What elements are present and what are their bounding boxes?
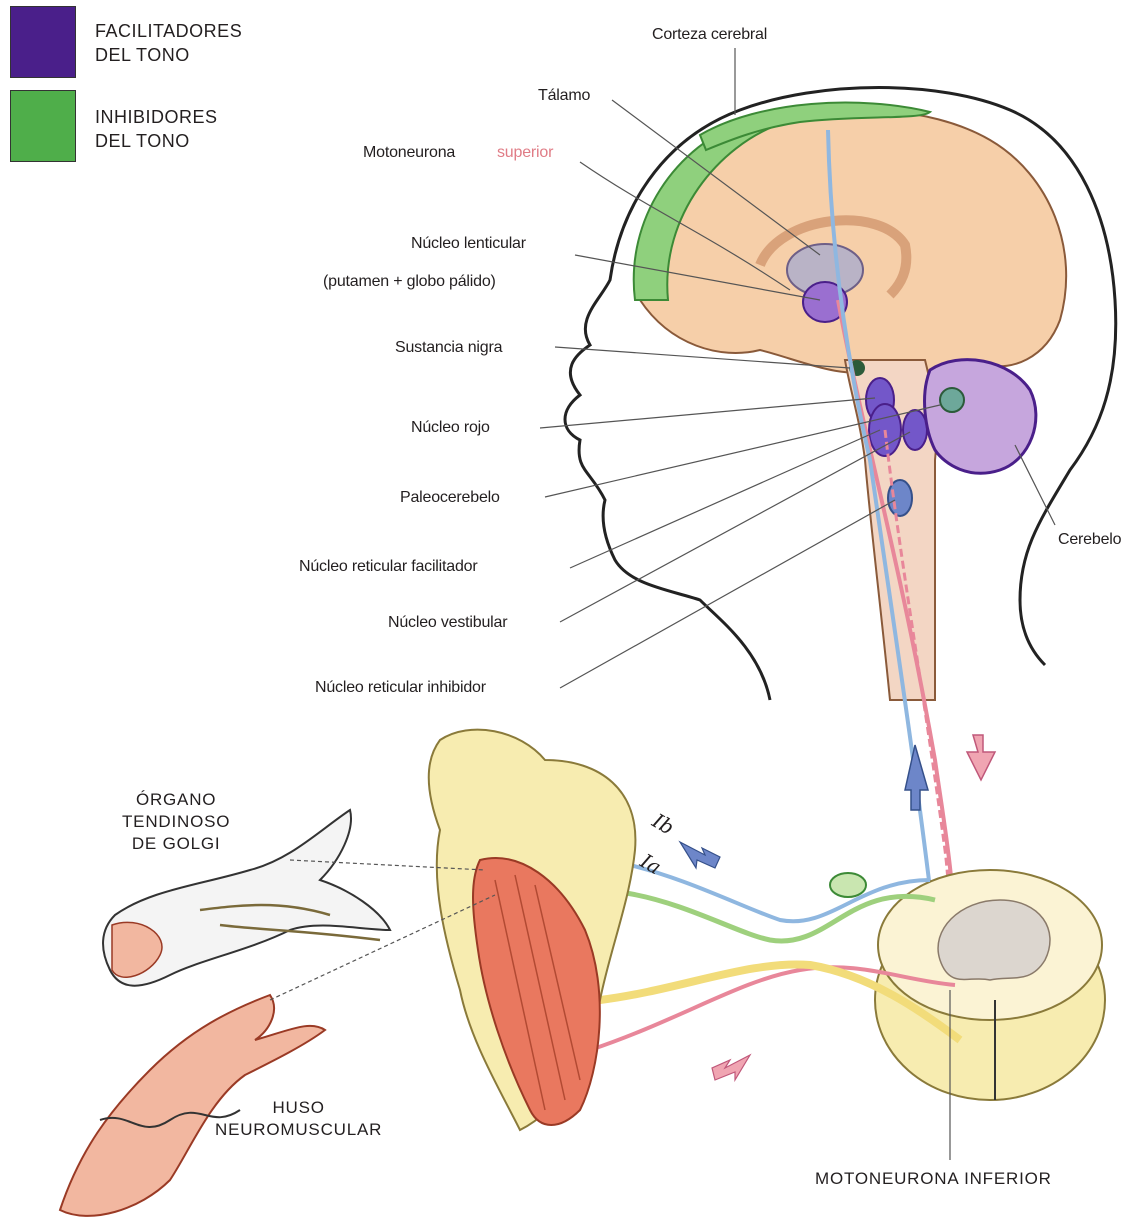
- legend-swatch-inhibitors: [10, 90, 76, 162]
- label-nucleo-vestibular: Núcleo vestibular: [388, 613, 507, 633]
- legend-inhibitors-line2: DEL TONO: [95, 130, 190, 152]
- label-nucleo-reticular-inhibidor: Núcleo reticular inhibidor: [315, 678, 486, 698]
- legend-swatch-facilitators: [10, 6, 76, 78]
- arrow-down-pink: [967, 735, 995, 780]
- cerebellum: [925, 360, 1036, 474]
- label-talamo: Tálamo: [538, 86, 590, 106]
- legend-inhibitors-line1: INHIBIDORES: [95, 106, 218, 128]
- label-superior: superior: [497, 143, 553, 163]
- paleocerebellum: [940, 388, 964, 412]
- label-nucleo-reticular-facilitador: Núcleo reticular facilitador: [299, 557, 477, 577]
- label-nucleo-rojo: Núcleo rojo: [411, 418, 490, 438]
- vestibular-nucleus: [903, 410, 927, 450]
- dorsal-root-ganglion: [830, 873, 866, 897]
- arrow-ib: [680, 842, 720, 868]
- label-huso-neuromuscular: HUSO NEUROMUSCULAR: [215, 1097, 382, 1141]
- label-motoneurona-inferior: MOTONEURONA INFERIOR: [815, 1168, 1052, 1190]
- label-sustancia-nigra: Sustancia nigra: [395, 338, 502, 358]
- label-motoneurona: Motoneurona: [363, 143, 455, 163]
- legend-facilitators-line1: FACILITADORES: [95, 20, 242, 42]
- label-putamen-globo: (putamen + globo pálido): [323, 272, 496, 292]
- label-corteza-cerebral: Corteza cerebral: [652, 25, 767, 45]
- label-cerebelo: Cerebelo: [1058, 530, 1121, 550]
- legend-facilitators-line2: DEL TONO: [95, 44, 190, 66]
- arrow-motor: [712, 1055, 750, 1080]
- arrow-up-blue: [905, 745, 928, 810]
- label-nucleo-lenticular: Núcleo lenticular: [411, 234, 526, 254]
- label-organo-tendinoso: ÓRGANO TENDINOSO DE GOLGI: [122, 789, 230, 855]
- label-paleocerebelo: Paleocerebelo: [400, 488, 500, 508]
